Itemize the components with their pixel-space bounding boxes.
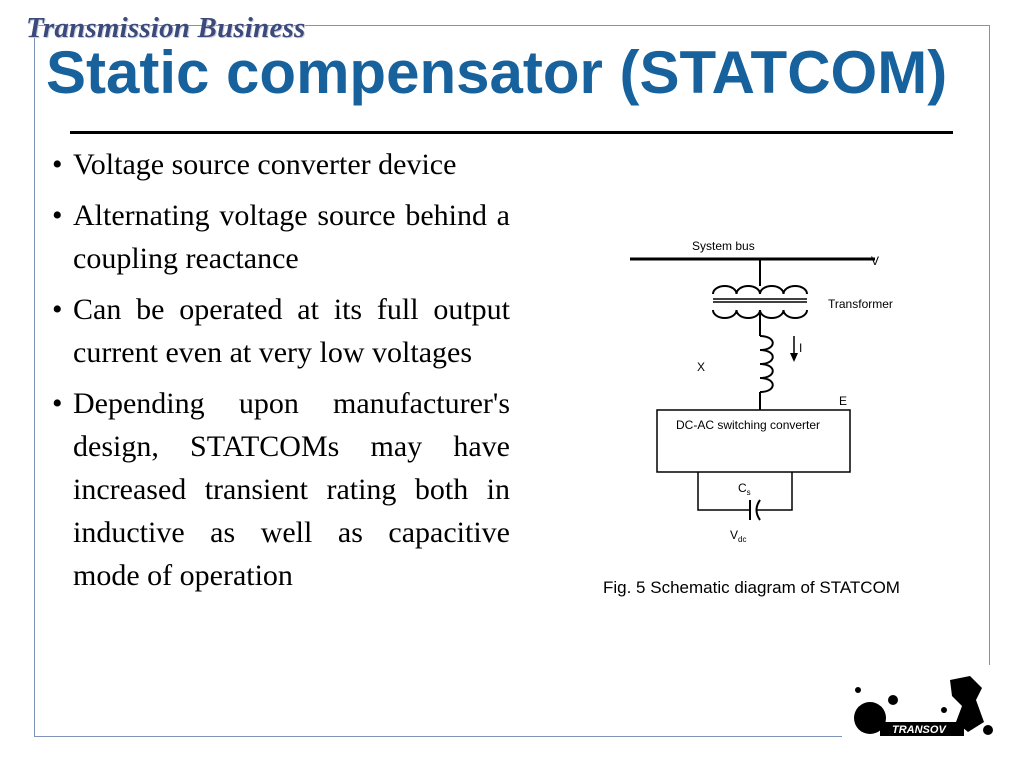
bullet-item: Alternating voltage source behind a coup… xyxy=(52,194,510,280)
label-transformer: Transformer xyxy=(828,297,893,311)
frame-line-left xyxy=(34,25,35,737)
company-logo-image: TRANSOV xyxy=(854,676,993,736)
label-vdc-sub: dc xyxy=(738,535,746,544)
label-converter: DC-AC switching converter xyxy=(676,418,820,432)
label-system-bus: System bus xyxy=(692,239,755,253)
bullet-item: Depending upon manufacturer's design, ST… xyxy=(52,382,510,597)
label-vdc: Vdc xyxy=(730,528,746,544)
converter-box xyxy=(656,409,851,473)
bullet-item: Can be operated at its full output curre… xyxy=(52,288,510,374)
figure-caption: Fig. 5 Schematic diagram of STATCOM xyxy=(603,578,900,597)
statcom-schematic: System bus V Transformer I X E DC-AC swi… xyxy=(630,239,893,544)
label-x: X xyxy=(697,360,705,374)
transformer-primary xyxy=(712,285,808,295)
current-arrow-head xyxy=(790,353,798,362)
label-cs-main: C xyxy=(738,481,747,495)
slide-title: Static compensator (STATCOM) xyxy=(46,39,948,106)
label-vdc-main: V xyxy=(730,528,738,542)
bullet-list: Voltage source converter device Alternat… xyxy=(52,143,510,605)
label-cs: Cs xyxy=(738,481,751,497)
brand-name: Transmission Business xyxy=(26,12,306,44)
coupling-reactor xyxy=(759,335,774,393)
frame-line-bottom xyxy=(34,736,842,737)
label-i: I xyxy=(799,341,802,355)
label-cs-sub: s xyxy=(747,488,751,497)
label-e: E xyxy=(839,394,847,408)
capacitor-plate-curved xyxy=(755,499,761,521)
logo-wordmark: TRANSOV xyxy=(892,724,947,736)
label-v: V xyxy=(871,254,879,268)
dc-loop-right xyxy=(756,472,793,511)
bullet-item: Voltage source converter device xyxy=(52,143,510,186)
frame-line-right xyxy=(989,25,990,665)
dc-loop-left xyxy=(697,472,750,511)
frame-line-top xyxy=(34,25,989,26)
title-underline xyxy=(70,131,953,134)
